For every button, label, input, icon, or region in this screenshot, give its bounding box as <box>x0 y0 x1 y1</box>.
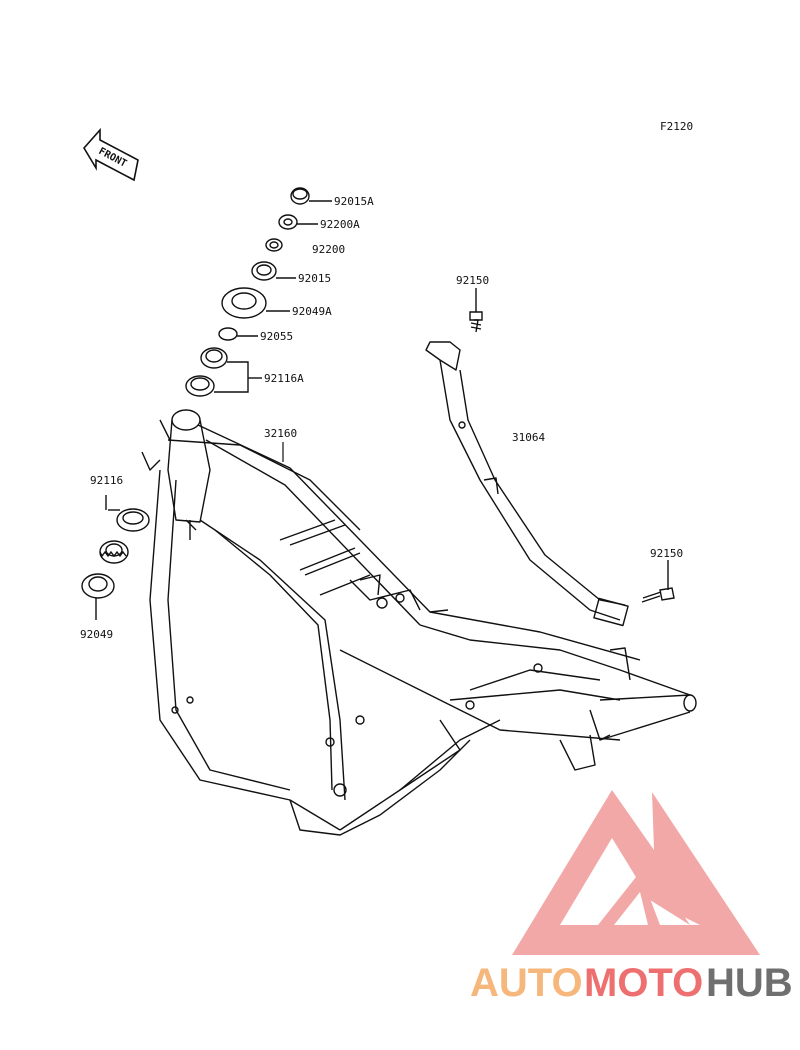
part-label-92116a: 92116A <box>264 372 304 385</box>
bolt-92150-bottom <box>641 560 675 603</box>
steering-stem-parts <box>185 187 332 397</box>
part-label-92150-top: 92150 <box>456 274 489 287</box>
watermark-triangle-icon <box>512 790 760 955</box>
tapered-bearing <box>99 540 129 564</box>
watermark-moto: MOTO <box>584 961 703 1005</box>
part-label-92015: 92015 <box>298 272 331 285</box>
part-label-92200a: 92200A <box>320 218 360 231</box>
bearing-race-92116a <box>185 347 262 397</box>
lower-bearing-parts <box>81 495 150 620</box>
part-label-92116: 92116 <box>90 474 123 487</box>
part-labels: 92015A 92200A 92200 92015 92049A 92055 9… <box>80 195 683 641</box>
part-label-92150-bottom: 92150 <box>650 547 683 560</box>
bolt-92150-top <box>469 288 483 333</box>
front-arrow-icon: FRONT <box>83 127 139 182</box>
part-label-92049a: 92049A <box>292 305 332 318</box>
watermark-auto: AUTO <box>470 961 583 1005</box>
dust-seal-92049a <box>221 287 290 319</box>
stem-nut-92015 <box>251 261 296 281</box>
bearing-race-92116 <box>105 495 150 532</box>
part-label-32160: 32160 <box>264 427 297 440</box>
lock-washer-92200 <box>265 238 283 252</box>
part-label-92200: 92200 <box>312 243 345 256</box>
main-frame-32160 <box>141 409 697 836</box>
dust-seal-92049 <box>81 573 115 620</box>
watermark-logo: AUTO MOTO HUB <box>470 790 793 1005</box>
part-label-92049: 92049 <box>80 628 113 641</box>
part-label-31064: 31064 <box>512 431 545 444</box>
stem-cap-92015a <box>290 187 332 205</box>
rear-frame-rail-31064 <box>425 341 629 627</box>
part-label-92055: 92055 <box>260 330 293 343</box>
o-ring-92055 <box>218 327 258 341</box>
watermark-hub: HUB <box>706 961 793 1005</box>
figure-code: F2120 <box>660 120 693 133</box>
washer-92200a <box>278 214 318 230</box>
part-label-92015a: 92015A <box>334 195 374 208</box>
